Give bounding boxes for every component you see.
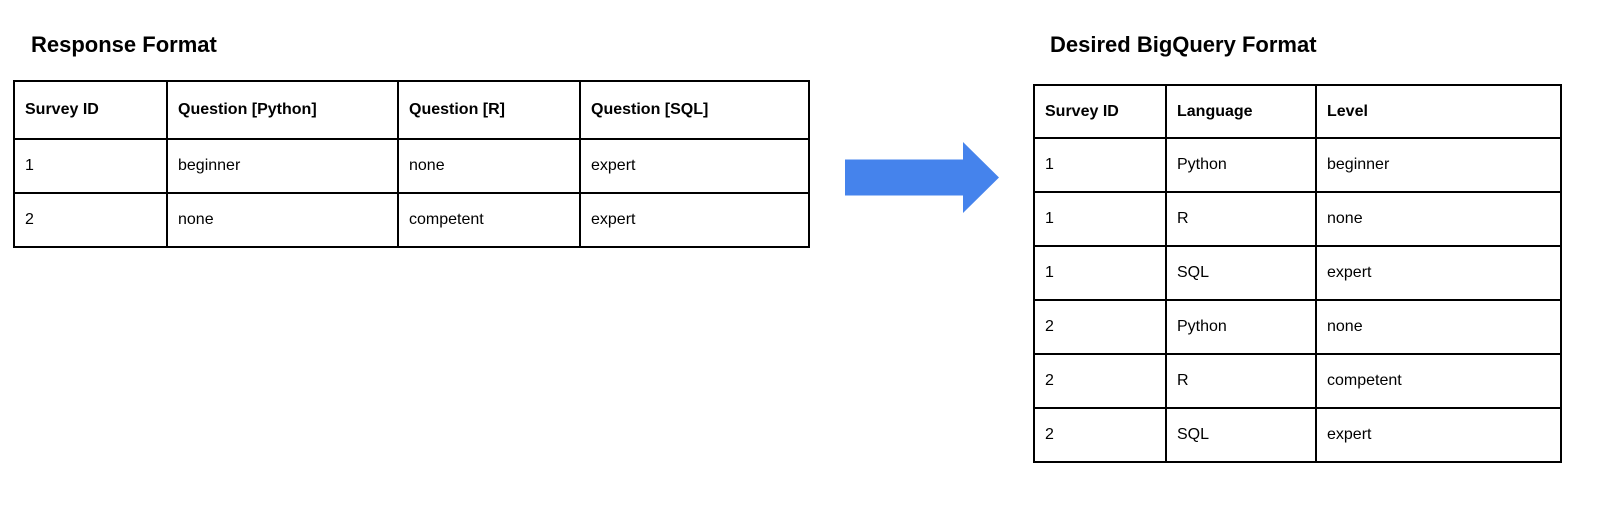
table-cell: none bbox=[397, 138, 581, 194]
column-header-question-python: Question [Python] bbox=[166, 80, 399, 140]
table-cell: none bbox=[1315, 299, 1562, 355]
column-header-survey-id: Survey ID bbox=[1033, 84, 1167, 139]
table-cell: expert bbox=[579, 192, 810, 248]
table-cell: expert bbox=[579, 138, 810, 194]
column-header-language: Language bbox=[1165, 84, 1317, 139]
table-row: 1 SQL expert bbox=[1033, 245, 1562, 301]
table-row: 2 Python none bbox=[1033, 299, 1562, 355]
header-row: Survey ID Language Level bbox=[1033, 84, 1562, 139]
table-cell: 1 bbox=[1033, 191, 1167, 247]
table-row: 2 none competent expert bbox=[13, 192, 810, 248]
bigquery-format-section: Desired BigQuery Format Survey ID Langua… bbox=[1033, 30, 1562, 463]
table-cell: none bbox=[1315, 191, 1562, 247]
column-header-survey-id: Survey ID bbox=[13, 80, 168, 140]
table-cell: 2 bbox=[1033, 299, 1167, 355]
table-cell: expert bbox=[1315, 407, 1562, 463]
table-cell: 1 bbox=[13, 138, 168, 194]
table-cell: 2 bbox=[13, 192, 168, 248]
table-cell: 1 bbox=[1033, 245, 1167, 301]
table-cell: competent bbox=[1315, 353, 1562, 409]
table-row: 1 Python beginner bbox=[1033, 137, 1562, 193]
table-cell: none bbox=[166, 192, 399, 248]
table-cell: 2 bbox=[1033, 407, 1167, 463]
table-cell: beginner bbox=[166, 138, 399, 194]
bigquery-format-table: Survey ID Language Level 1 Python beginn… bbox=[1033, 84, 1562, 463]
table-cell: SQL bbox=[1165, 245, 1317, 301]
table-cell: SQL bbox=[1165, 407, 1317, 463]
table-cell: Python bbox=[1165, 137, 1317, 193]
right-arrow-icon bbox=[845, 142, 999, 213]
table-cell: R bbox=[1165, 353, 1317, 409]
table-cell: competent bbox=[397, 192, 581, 248]
table-cell: beginner bbox=[1315, 137, 1562, 193]
right-arrow-shape bbox=[845, 142, 999, 213]
table-cell: 2 bbox=[1033, 353, 1167, 409]
column-header-question-sql: Question [SQL] bbox=[579, 80, 810, 140]
table-row: 1 beginner none expert bbox=[13, 138, 810, 194]
response-format-title: Response Format bbox=[31, 32, 217, 57]
table-cell: 1 bbox=[1033, 137, 1167, 193]
table-row: 1 R none bbox=[1033, 191, 1562, 247]
table-cell: Python bbox=[1165, 299, 1317, 355]
table-row: 2 SQL expert bbox=[1033, 407, 1562, 463]
bigquery-format-title: Desired BigQuery Format bbox=[1050, 32, 1317, 57]
header-row: Survey ID Question [Python] Question [R]… bbox=[13, 80, 810, 140]
table-cell: R bbox=[1165, 191, 1317, 247]
table-cell: expert bbox=[1315, 245, 1562, 301]
response-format-section: Response Format Survey ID Question [Pyth… bbox=[13, 30, 810, 248]
table-row: 2 R competent bbox=[1033, 353, 1562, 409]
column-header-question-r: Question [R] bbox=[397, 80, 581, 140]
response-format-table: Survey ID Question [Python] Question [R]… bbox=[13, 80, 810, 248]
column-header-level: Level bbox=[1315, 84, 1562, 139]
